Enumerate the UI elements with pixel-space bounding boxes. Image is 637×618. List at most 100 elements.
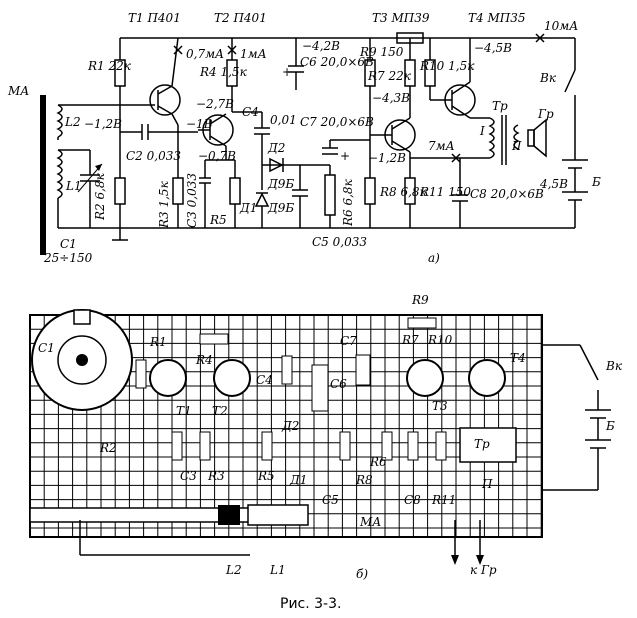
detector <box>232 111 308 228</box>
transformer-label: Тр <box>492 99 508 113</box>
b-d1: Д1 <box>289 473 307 487</box>
r1-label: R1 22к <box>87 59 132 73</box>
d2-label: Д2 <box>267 141 285 155</box>
board-ferrite-rod <box>29 504 484 565</box>
board-switch-battery <box>542 344 611 491</box>
i-total: 10мА <box>544 19 578 33</box>
b-r1: R1 <box>149 335 167 349</box>
c1-value: 25÷150 <box>43 251 93 265</box>
switch-label: Вк <box>539 71 557 85</box>
v-t3-base: −1,2В <box>368 151 406 165</box>
d1-type: Д9Б <box>267 201 294 215</box>
panel-b-label: б) <box>356 567 368 581</box>
volume-stage: + <box>300 139 370 228</box>
transistor-t1 <box>149 37 181 126</box>
i-t1: 0,7мА <box>186 47 224 61</box>
r5-label: R5 <box>209 213 227 227</box>
c3-label: C3 0,033 <box>185 173 199 228</box>
v-t2-emitter: −2,7В <box>196 97 234 111</box>
svg-text:+: + <box>340 149 350 163</box>
board-layout-b: C1 R1 R4 C4 C7 R7 R10 T4 Вк T1 T2 C6 T3 … <box>29 293 623 581</box>
r8-label: R8 6,8к <box>379 185 428 199</box>
b-b: Б <box>605 419 615 433</box>
secondary-label: II <box>511 139 522 153</box>
b-t4: T4 <box>510 351 526 365</box>
b-t1: T1 <box>176 404 192 418</box>
b-r9: R9 <box>411 293 429 307</box>
d2-type: Д9Б <box>267 177 294 191</box>
c8-label: C8 20,0×6В <box>470 187 544 201</box>
battery-label: Б <box>591 175 601 189</box>
d1-label: Д1 <box>239 201 257 215</box>
b-r7: R7 <box>401 333 419 347</box>
l2-label: L2 <box>64 115 81 129</box>
b-r10: R10 <box>427 333 453 347</box>
b-c5: C5 <box>322 493 339 507</box>
b-r5: R5 <box>257 469 275 483</box>
board-c1 <box>31 309 133 411</box>
b-r4: R4 <box>195 353 213 367</box>
t4-label: Т4 МП35 <box>468 11 525 25</box>
board-labels: C1 R1 R4 C4 C7 R7 R10 T4 Вк T1 T2 C6 T3 … <box>38 293 623 581</box>
b-ma: МА <box>359 515 381 529</box>
b-tr: Тр <box>474 437 490 451</box>
v-t2-base: −0,7В <box>198 149 236 163</box>
svg-text:+: + <box>282 65 292 79</box>
v-supply-det: −4,2В <box>302 39 340 53</box>
t3-label: Т3 МП39 <box>372 11 430 25</box>
c4-value: 0,01 <box>270 113 297 127</box>
c6-label: C6 20,0×6В <box>300 55 374 69</box>
r2-label: R2 6,8к <box>93 172 107 221</box>
r3-label: R3 1,5к <box>157 180 171 229</box>
b-t3: T3 <box>432 399 448 413</box>
magnetic-antenna <box>40 95 120 255</box>
b-k-gr: к Гр <box>470 563 497 577</box>
antenna-label: МА <box>7 84 29 98</box>
b-c8: C8 <box>404 493 421 507</box>
panel-a-label: а) <box>428 251 440 265</box>
c5-label: C5 0,033 <box>312 235 367 249</box>
b-r8: R8 <box>355 473 373 487</box>
r7-label: R7 22к <box>367 69 412 83</box>
r9-label: R9 150 <box>359 45 404 59</box>
board-transistors <box>149 359 506 397</box>
t2-label: Т2 П401 <box>214 11 267 25</box>
i-t2: 1мА <box>240 47 267 61</box>
b-c7: C7 <box>340 334 357 348</box>
r10-label: R10 1,5к <box>419 59 475 73</box>
c4-label: C4 <box>242 105 259 119</box>
c1-label: C1 <box>60 237 77 251</box>
l1-label: L1 <box>65 179 82 193</box>
c7-label: C7 20,0×6В <box>300 115 374 129</box>
t1-label: Т1 П401 <box>128 11 181 25</box>
b-p: П <box>481 477 493 491</box>
b-d2: Д2 <box>281 419 299 433</box>
b-r3: R3 <box>207 469 225 483</box>
battery-voltage: 4,5В <box>539 177 568 191</box>
t2-stage <box>172 38 241 228</box>
r4-label: R4 1,5к <box>199 65 248 79</box>
v-t4: −4,5В <box>474 41 512 55</box>
switch-battery <box>562 38 588 228</box>
figure-caption: Рис. 3-3. <box>280 596 341 612</box>
t3-stage <box>364 32 424 228</box>
capacitor-c6: + <box>282 38 304 90</box>
b-r2: R2 <box>99 441 117 455</box>
v-l2: −1,2В <box>84 117 122 131</box>
r11-label: R11 150 <box>419 185 471 199</box>
speaker-label: Гр <box>537 107 554 121</box>
b-c1: C1 <box>38 341 55 355</box>
b-t2: T2 <box>212 404 228 418</box>
b-l1: L1 <box>269 563 286 577</box>
b-c4: C4 <box>256 373 273 387</box>
b-r11: R11 <box>431 493 456 507</box>
b-vk: Вк <box>605 359 623 373</box>
b-r6: R6 <box>369 455 387 469</box>
b-c6: C6 <box>330 377 347 391</box>
t4-output <box>410 38 547 228</box>
r6-label: R6 6,8к <box>341 178 355 227</box>
v-t3-collector: −4,3В <box>372 91 410 105</box>
power-rails <box>112 37 575 241</box>
b-c3: C3 <box>180 469 197 483</box>
